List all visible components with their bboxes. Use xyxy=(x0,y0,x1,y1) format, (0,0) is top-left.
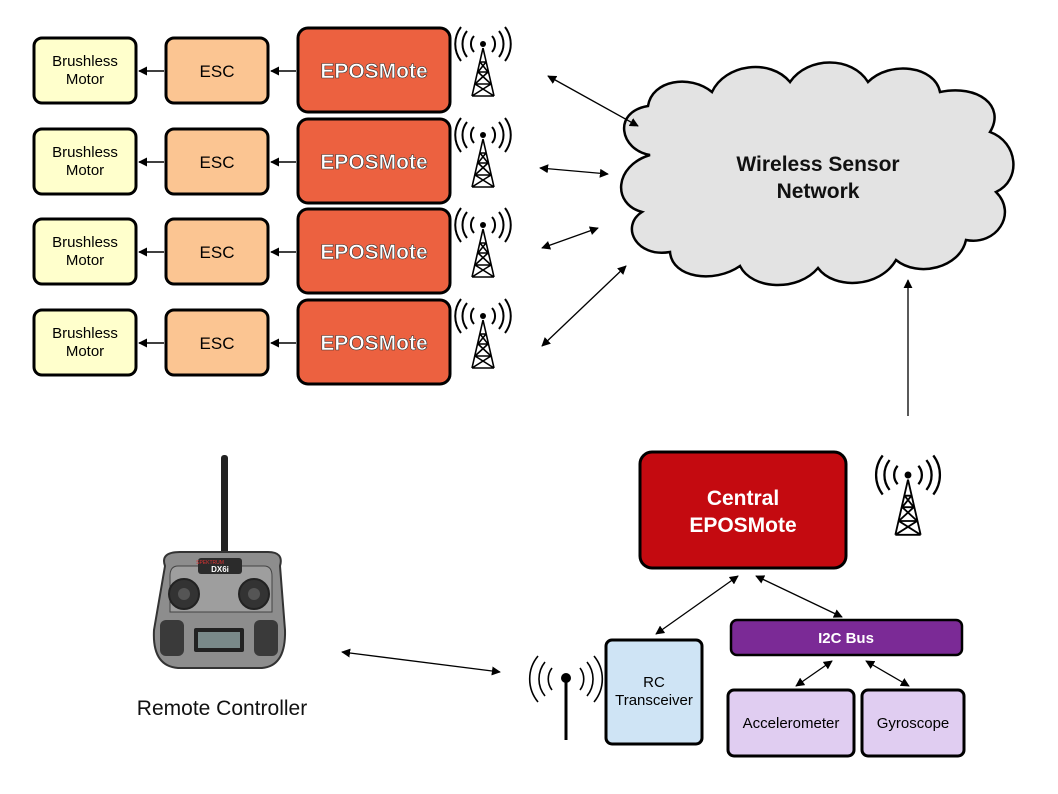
i2c-gyro-arrow xyxy=(865,660,910,687)
row-1: Brushless Motor ESC EPOSMote xyxy=(32,26,639,127)
motor-box xyxy=(32,36,138,105)
i2c-bus-box xyxy=(729,618,964,657)
motor-label-line2: Motor xyxy=(66,252,104,269)
motor-label-line1: Brushless xyxy=(52,234,118,251)
cloud-shape xyxy=(619,61,1015,287)
antenna-icon xyxy=(454,298,512,369)
esc-box xyxy=(164,127,270,196)
gyroscope-label: Gyroscope xyxy=(877,715,950,732)
remote-controller-icon: SPEKTRUM DX6i xyxy=(152,455,287,669)
esc-box xyxy=(164,217,270,286)
rc-label-line2: Transceiver xyxy=(615,692,693,709)
cloud-label-line1: Wireless Sensor xyxy=(736,153,899,176)
i2c-bus-label: I2C Bus xyxy=(818,630,874,647)
eposmote-label: EPOSMote xyxy=(320,60,427,83)
remote-rc-arrow xyxy=(341,648,501,676)
central-rc-arrow xyxy=(655,575,739,635)
remote-controller-caption: Remote Controller xyxy=(137,697,307,720)
eposmote-box xyxy=(296,207,452,295)
motor-label-line2: Motor xyxy=(66,162,104,179)
central-label-line2: EPOSMote xyxy=(689,514,796,537)
row-4: Brushless Motor ESC EPOSMote xyxy=(32,265,627,386)
central-eposmote: Central EPOSMote xyxy=(638,450,848,570)
accelerometer-label: Accelerometer xyxy=(743,715,840,732)
gyroscope-box xyxy=(860,688,966,758)
motor-box xyxy=(32,308,138,377)
wireless-link-arrow xyxy=(547,75,639,127)
accelerometer-box xyxy=(726,688,856,758)
motor-label-line1: Brushless xyxy=(52,53,118,70)
motor-box xyxy=(32,217,138,286)
eposmote-label: EPOSMote xyxy=(320,151,427,174)
esc-label: ESC xyxy=(200,153,235,172)
central-i2c-arrow xyxy=(755,575,843,618)
cloud-label-line2: Network xyxy=(777,180,860,203)
central-antenna-icon xyxy=(875,454,941,536)
row-3: Brushless Motor ESC EPOSMote xyxy=(32,207,599,295)
antenna-icon xyxy=(454,117,512,188)
esc-box xyxy=(164,36,270,105)
antenna-icon xyxy=(454,207,512,278)
eposmote-label: EPOSMote xyxy=(320,241,427,264)
eposmote-box xyxy=(296,298,452,386)
eposmote-box xyxy=(296,117,452,205)
esc-label: ESC xyxy=(200,243,235,262)
motor-label-line2: Motor xyxy=(66,343,104,360)
rc-label-line1: RC xyxy=(643,674,665,691)
motor-label-line2: Motor xyxy=(66,71,104,88)
esc-box xyxy=(164,308,270,377)
rc-antenna-icon xyxy=(528,655,604,740)
wsn-cloud: Wireless Sensor Network xyxy=(619,61,1015,287)
central-label-line1: Central xyxy=(707,487,779,510)
wireless-link-arrow xyxy=(539,164,609,178)
esc-label: ESC xyxy=(200,334,235,353)
antenna-icon xyxy=(454,26,512,97)
row-2: Brushless Motor ESC EPOSMote xyxy=(32,117,609,205)
remote-model-label: DX6i xyxy=(211,565,229,574)
eposmote-label: EPOSMote xyxy=(320,332,427,355)
i2c-accel-arrow xyxy=(795,660,833,687)
central-eposmote-box xyxy=(638,450,848,570)
esc-label: ESC xyxy=(200,62,235,81)
wireless-link-arrow xyxy=(541,265,627,347)
remote-brand-label: SPEKTRUM xyxy=(196,560,224,566)
rc-transceiver-box xyxy=(604,638,704,746)
eposmote-box xyxy=(296,26,452,114)
motor-label-line1: Brushless xyxy=(52,325,118,342)
wireless-link-arrow xyxy=(541,226,599,250)
motor-box xyxy=(32,127,138,196)
motor-label-line1: Brushless xyxy=(52,144,118,161)
